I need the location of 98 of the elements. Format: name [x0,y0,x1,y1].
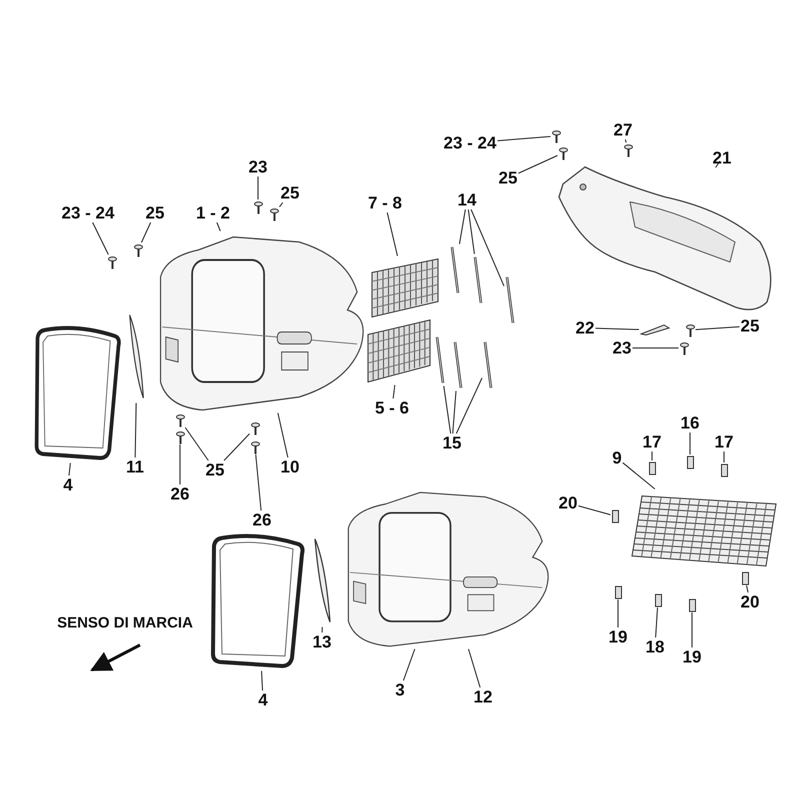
callout-number: 5 - 6 [374,400,410,416]
leader-line [746,585,749,593]
callout-number: 23 - 24 [444,134,496,152]
callout-number: 25 [280,184,300,202]
callout-number: 26 [252,512,272,528]
leader-line [452,390,456,434]
leader-line [216,222,221,232]
callout-number: 21 [712,150,732,166]
callout-number: 10 [280,458,300,476]
callout-number: 25 [146,204,164,222]
leader-line [134,402,137,458]
callout-number: 16 [680,414,700,432]
screw-icon [624,144,632,156]
grille-insert-drawing [366,318,432,384]
callout-number: 12 [474,688,492,706]
leader-line [279,202,284,208]
callout-number: 26 [170,486,190,502]
callout-number: 1 - 2 [196,204,230,222]
rod-icon [483,340,493,390]
screw-icon [552,130,560,142]
leader-line [68,462,71,476]
leader-line [386,212,398,256]
leader-line [322,626,323,633]
leader-line [140,222,152,243]
leader-line [277,412,288,458]
screw-icon [176,430,184,444]
leader-line [456,378,482,434]
callout-number: 23 [612,340,632,356]
callout-number: 19 [682,648,702,666]
bracket-icon [640,324,670,336]
leader-line [224,433,250,461]
leader-line [184,427,209,461]
callout-number: 15 [442,434,462,452]
direction-note: SENSO DI MARCIA [57,616,193,630]
clip-icon [614,586,622,598]
leader-line [715,160,720,168]
screw-icon [250,440,260,454]
screw-icon [176,414,184,426]
callout-number: 27 [614,122,632,138]
screw-icon [680,342,688,354]
callout-number: 20 [740,594,760,610]
clip-icon [612,510,618,522]
leader-line [255,454,262,511]
leader-line [443,386,452,434]
rod-icon [450,245,460,295]
leader-line [578,505,611,516]
leader-line [624,139,627,143]
leader-line [470,209,504,287]
callout-number: 19 [608,628,628,646]
leader-line [655,607,658,638]
leader-line [402,648,416,681]
leader-line [261,670,264,691]
screw-icon [558,146,568,160]
clip-icon [720,464,728,476]
screw-icon [108,256,116,268]
leader-line [594,328,640,330]
callout-number: 25 [740,318,760,334]
callout-number: 3 [395,682,405,698]
leader-line [92,222,109,255]
callout-number: 25 [206,462,224,478]
clip-icon [648,462,656,474]
leader-line [468,648,481,688]
rod-icon [435,335,445,385]
leader-line [392,384,396,399]
callout-number: 9 [612,450,622,466]
callout-number: 7 - 8 [368,194,402,212]
callout-number: 23 [248,158,268,176]
callout-number: 11 [126,458,144,476]
screw-icon [254,200,262,214]
screw-icon [134,244,142,256]
screw-icon [250,422,260,434]
clip-icon [686,456,694,468]
grille-insert-drawing [370,257,440,319]
leader-line [458,209,466,244]
rod-icon [505,275,515,325]
callout-number: 4 [258,692,268,708]
callout-number: 25 [498,170,518,186]
clip-icon [742,572,748,584]
leader-line [468,209,475,254]
screw-icon [270,208,278,220]
callout-number: 18 [646,638,664,656]
callout-number: 23 - 24 [62,204,114,222]
clip-icon [688,598,696,612]
screw-icon [686,324,694,336]
clip-icon [654,594,662,606]
rod-icon [473,255,483,305]
callout-number: 13 [312,634,332,650]
callout-number: 17 [714,434,734,450]
leader-line [695,326,740,330]
leader-line [496,136,551,142]
leader-line [518,155,558,174]
rod-icon [453,340,463,390]
callout-number: 20 [558,494,578,512]
callout-number: 22 [576,320,594,336]
leader-line [622,462,656,490]
callout-number: 4 [63,476,73,494]
callout-number: 17 [642,434,662,450]
callout-number: 14 [458,192,476,208]
